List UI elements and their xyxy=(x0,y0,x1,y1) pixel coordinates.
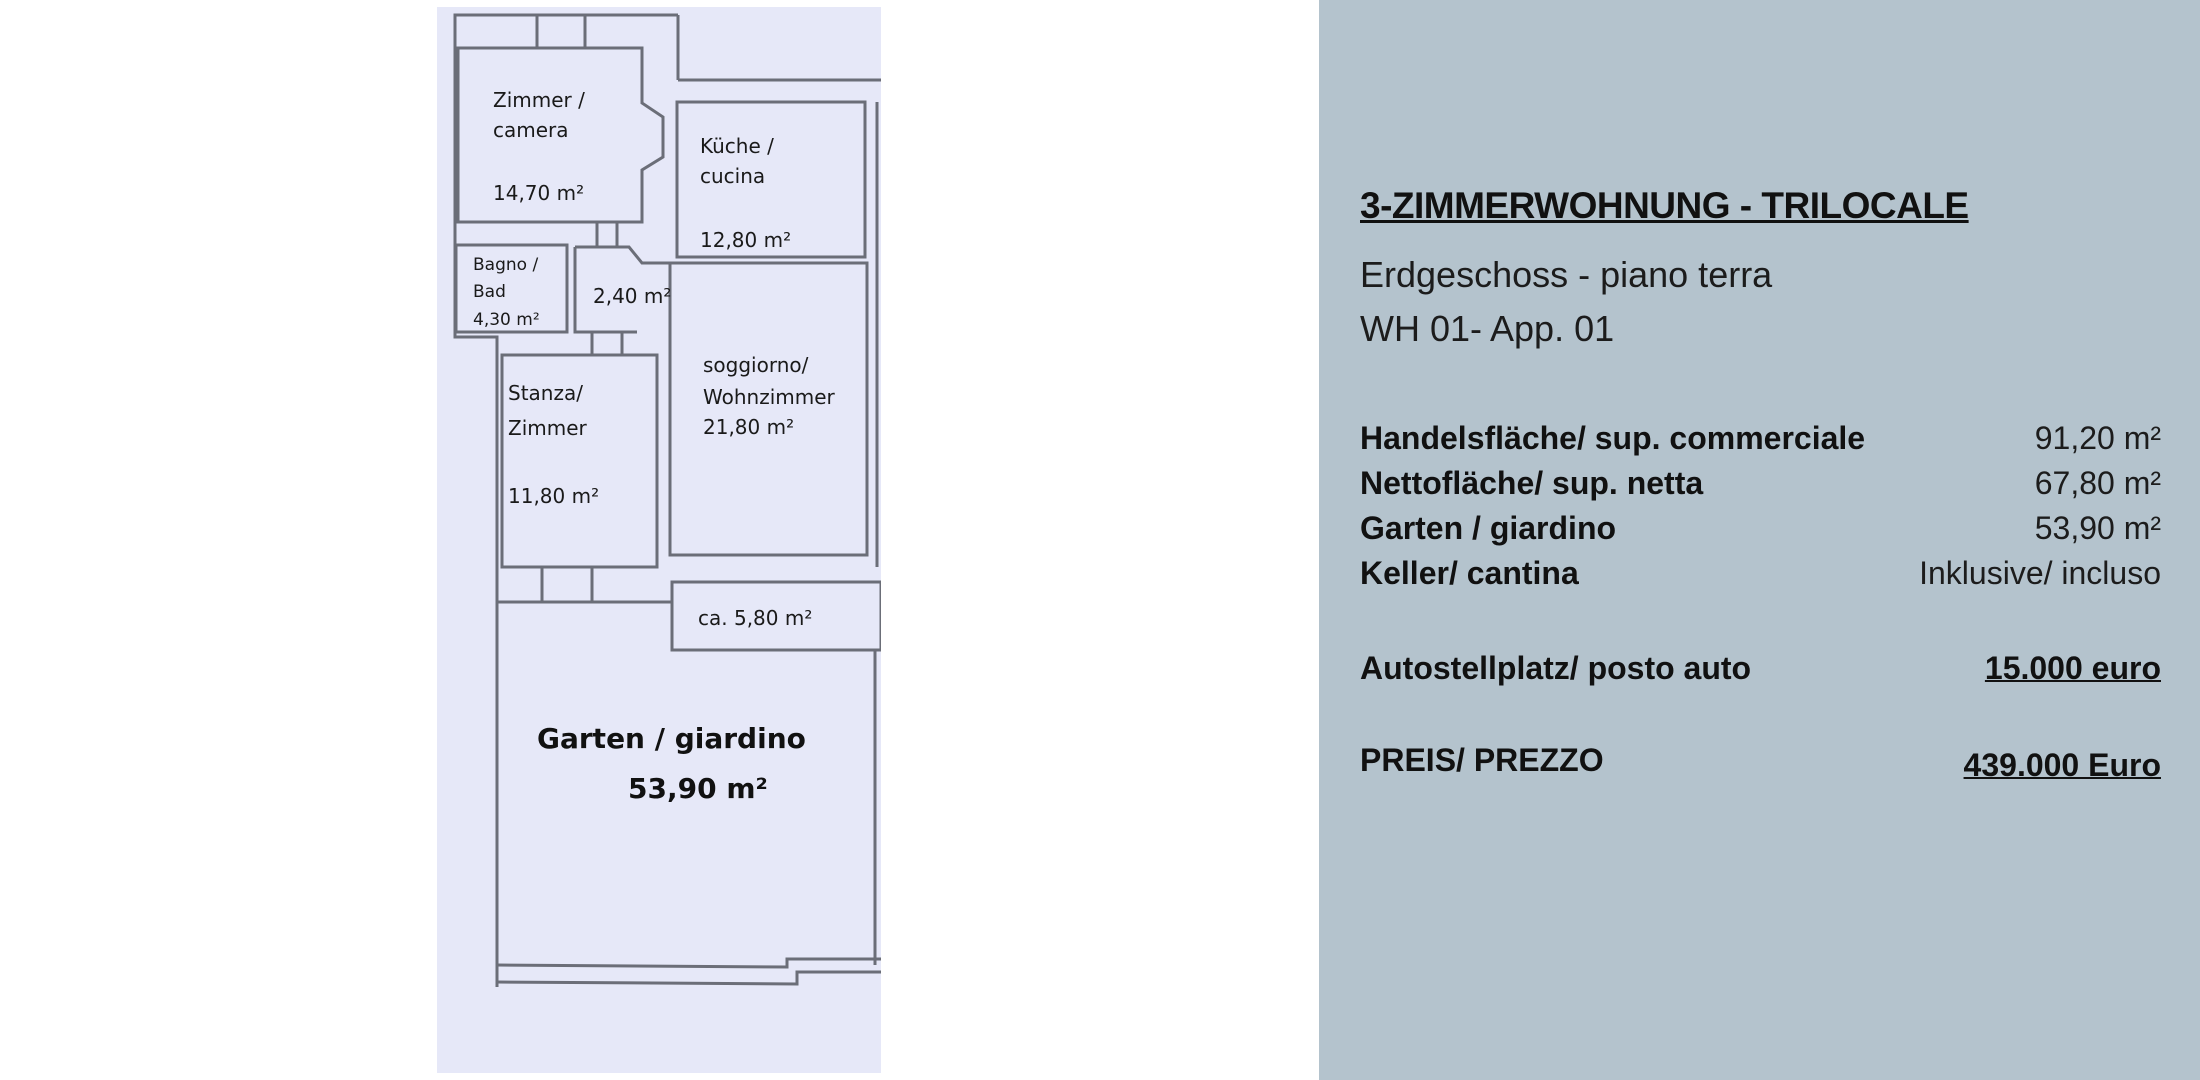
room-name: Bad xyxy=(473,282,506,302)
room-name: Zimmer xyxy=(508,416,588,440)
area-value: 67,80 m² xyxy=(2034,465,2161,501)
room-area-hall: 2,40 m² xyxy=(593,284,671,308)
room-label-garten: Garten / giardino 53,90 m² xyxy=(537,722,806,805)
room-label-stanza: Stanza/ Zimmer 11,80 m² xyxy=(508,381,599,508)
room-balcony xyxy=(670,580,881,652)
room-zimmer-camera xyxy=(456,46,665,224)
area-value: Inklusive/ incluso xyxy=(1919,555,2161,591)
room-area: 21,80 m² xyxy=(703,415,794,439)
room-name: Wohnzimmer xyxy=(703,385,836,409)
details-panel: 3-ZIMMERWOHNUNG - TRILOCALE Erdgeschoss … xyxy=(1319,0,2200,1080)
area-label: Keller/ cantina xyxy=(1360,555,1579,591)
price-value: 439.000 Euro xyxy=(1963,747,2161,783)
price-row: PREIS/ PREZZO 439.000 Euro xyxy=(1360,742,2161,784)
area-row: Keller/ cantina Inklusive/ incluso xyxy=(1360,555,2161,592)
room-area: 12,80 m² xyxy=(700,228,791,252)
room-name: Küche / xyxy=(700,134,774,158)
room-area: 53,90 m² xyxy=(628,772,768,805)
area-row: Nettofläche/ sup. netta 67,80 m² xyxy=(1360,465,2161,502)
parking-label: Autostellplatz/ posto auto xyxy=(1360,650,1752,686)
parking-row: Autostellplatz/ posto auto 15.000 euro xyxy=(1360,650,2161,687)
room-label-kueche: Küche / cucina 12,80 m² xyxy=(700,134,791,252)
room-name: soggiorno/ xyxy=(703,353,809,377)
room-name: Bagno / xyxy=(473,255,538,275)
room-hall xyxy=(575,245,670,265)
room-area: 4,30 m² xyxy=(473,310,540,330)
floor-label: Erdgeschoss - piano terra xyxy=(1360,254,1773,295)
room-soggiorno xyxy=(668,261,869,557)
parking-price: 15.000 euro xyxy=(1984,650,2161,686)
room-name: Stanza/ xyxy=(508,381,583,405)
area-label: Handelsfläche/ sup. commerciale xyxy=(1360,420,1866,456)
price-label: PREIS/ PREZZO xyxy=(1360,742,1604,778)
area-row: Handelsfläche/ sup. commerciale 91,20 m² xyxy=(1360,420,2161,457)
room-label-bagno: Bagno / Bad 4,30 m² xyxy=(473,255,540,330)
area-value: 91,20 m² xyxy=(2034,420,2161,456)
room-label-zimmer-camera: Zimmer / camera 14,70 m² xyxy=(493,88,585,205)
room-area: 11,80 m² xyxy=(508,484,599,508)
room-kueche-cucina xyxy=(675,100,867,259)
room-area: 14,70 m² xyxy=(493,181,584,205)
floor-plan-drawing: Zimmer / camera 14,70 m² Küche / cucina … xyxy=(453,13,881,987)
room-name: camera xyxy=(493,118,569,142)
unit-label: WH 01- App. 01 xyxy=(1360,308,1615,349)
floor-plan: Zimmer / camera 14,70 m² Küche / cucina … xyxy=(437,7,881,1073)
room-stanza xyxy=(500,353,659,569)
area-row: Garten / giardino 53,90 m² xyxy=(1360,510,2161,547)
room-bagno-bad xyxy=(454,243,569,334)
area-label: Garten / giardino xyxy=(1360,510,1617,546)
room-area-balcony: ca. 5,80 m² xyxy=(698,606,812,630)
room-name: Zimmer / xyxy=(493,88,585,112)
room-label-soggiorno: soggiorno/ Wohnzimmer 21,80 m² xyxy=(703,353,836,439)
room-name: Garten / giardino xyxy=(537,722,806,755)
listing-title: 3-ZIMMERWOHNUNG - TRILOCALE xyxy=(1360,185,1969,226)
room-name: cucina xyxy=(700,164,765,188)
area-label: Nettofläche/ sup. netta xyxy=(1360,465,1704,501)
area-value: 53,90 m² xyxy=(2034,510,2161,546)
walls xyxy=(453,13,881,987)
